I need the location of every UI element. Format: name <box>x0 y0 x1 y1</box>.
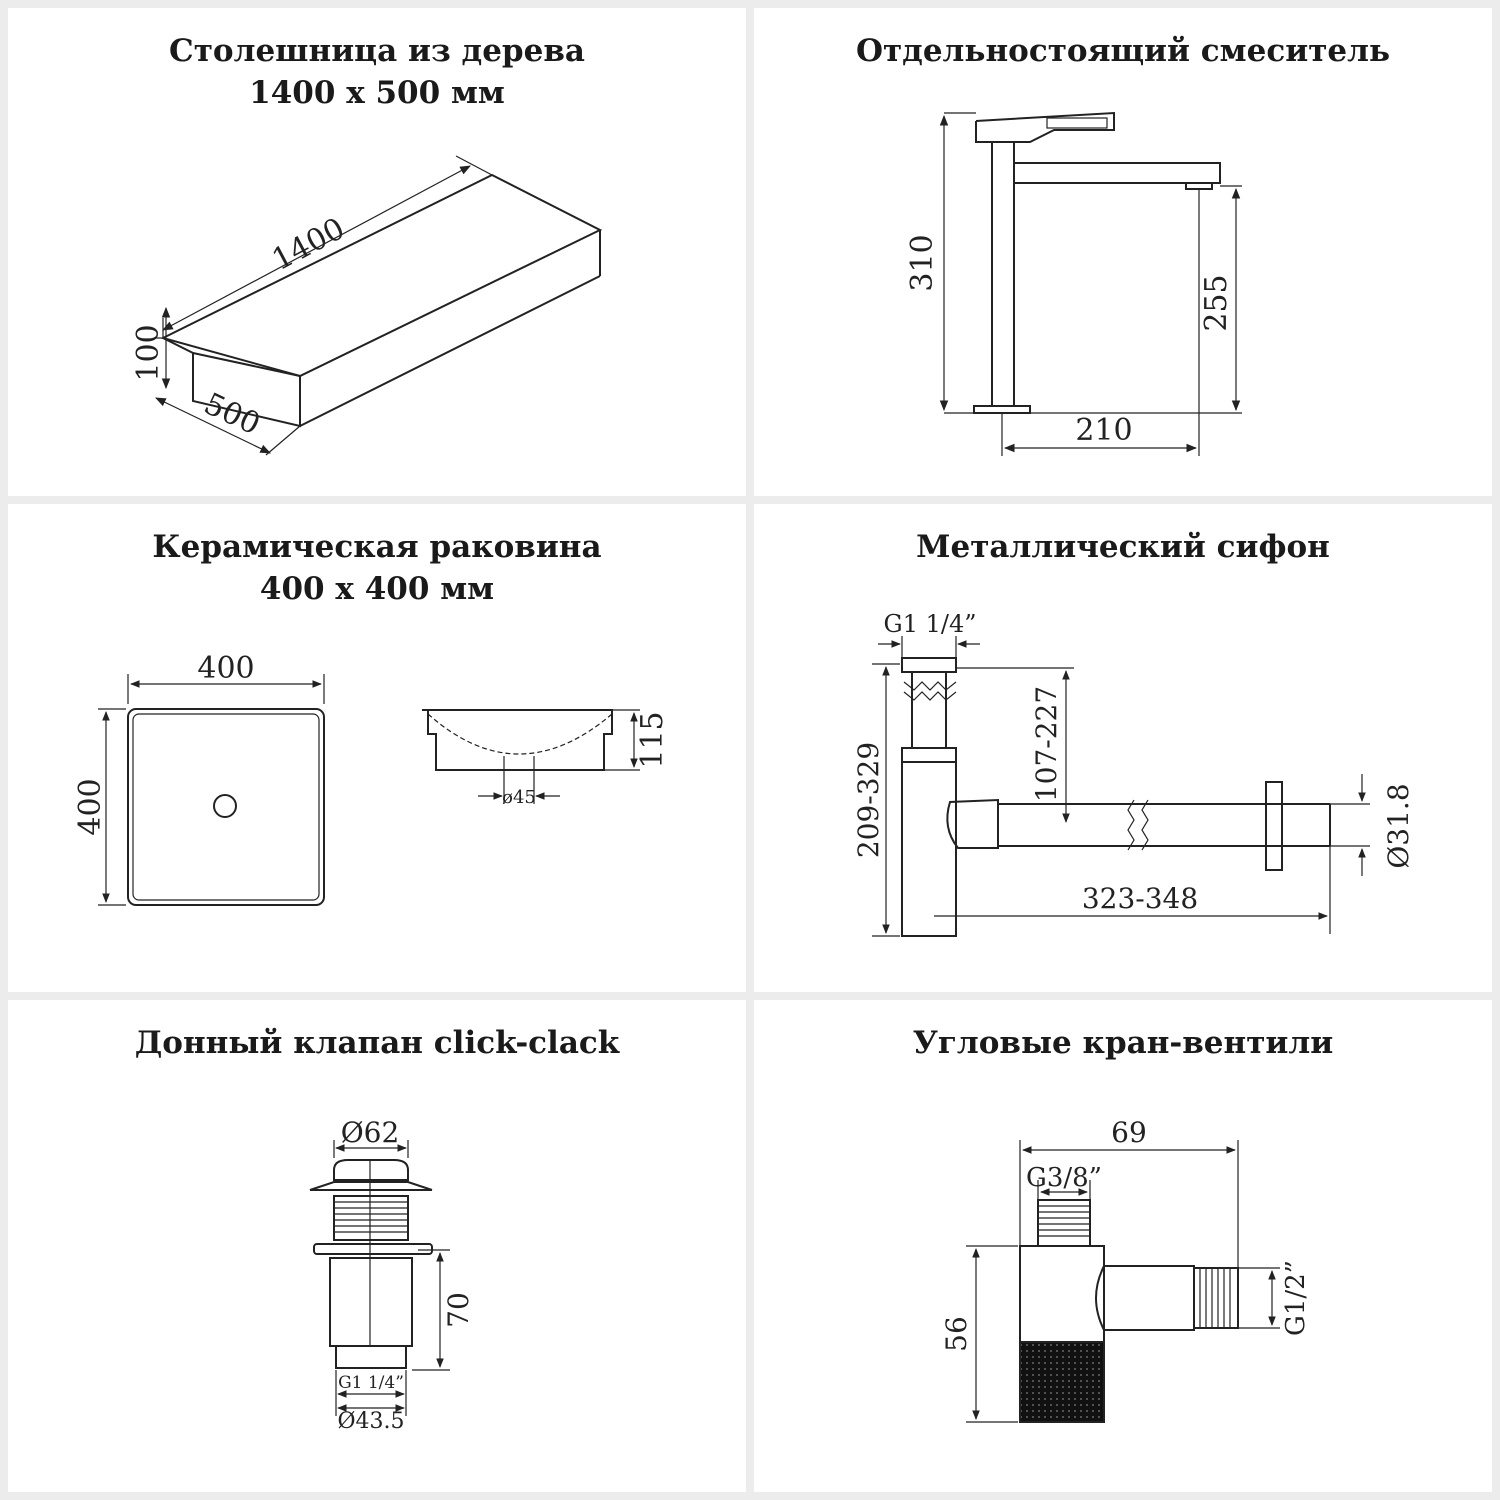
faucet-title: Отдельностоящий смеситель <box>754 30 1492 72</box>
valve-height-label: 70 <box>442 1292 475 1328</box>
angle-valve-outlet-label: G1/2” <box>1281 1260 1311 1336</box>
siphon-thread-label: G1 1/4” <box>884 610 977 638</box>
angle-valve-height-dim: 56 <box>940 1245 1018 1423</box>
countertop-drawing: 1400 100 500 <box>131 155 603 456</box>
angle-valve-length-label: 69 <box>1111 1116 1147 1149</box>
countertop-length-dim: 1400 <box>162 155 493 338</box>
valve-drawing: Ø62 70 G1 1/4” Ø43.5 <box>309 1116 475 1434</box>
sink-panel: Керамическая раковина 400 х 400 мм 400 <box>8 504 746 992</box>
valve-bottom-diameter-label: Ø43.5 <box>337 1409 404 1434</box>
valve-title: Донный клапан click-clack <box>8 1022 746 1064</box>
faucet-panel: Отдельностоящий смеситель <box>754 8 1492 496</box>
angle-valve-height-label: 56 <box>940 1316 973 1352</box>
faucet-reach-label: 210 <box>1075 413 1132 448</box>
siphon-range1-dim: 107-227 <box>956 667 1074 823</box>
countertop-title: Столешница из дерева 1400 х 500 мм <box>8 30 746 114</box>
siphon-range2-dim: 209-329 <box>852 663 900 937</box>
sink-depth-dim: 400 <box>73 708 126 906</box>
siphon-title: Металлический сифон <box>754 526 1492 568</box>
siphon-diameter-dim: Ø31.8 <box>1330 774 1415 876</box>
countertop-height-label: 100 <box>131 324 166 381</box>
sink-height-label: 115 <box>635 711 670 768</box>
siphon-range1-label: 107-227 <box>1030 686 1063 802</box>
countertop-height-dim: 100 <box>131 306 171 390</box>
valve-body <box>309 1159 433 1369</box>
siphon-drawing: G1 1/4” 107-227 209-329 323-348 <box>852 610 1415 937</box>
angle-valve-inlet-label: G3/8” <box>1026 1163 1102 1193</box>
valve-top-diameter-dim: Ø62 <box>333 1116 409 1158</box>
countertop-length-label: 1400 <box>267 211 351 278</box>
angle-valve-length-dim: 69 <box>1019 1116 1239 1268</box>
valve-height-dim: 70 <box>412 1249 475 1371</box>
angle-valve-inlet-dim: G3/8” <box>1026 1163 1102 1200</box>
sink-height-dim: 115 <box>604 709 670 771</box>
siphon-diameter-label: Ø31.8 <box>1382 783 1415 868</box>
countertop-title-line1: Столешница из дерева <box>169 33 585 69</box>
faucet-body <box>973 111 1221 414</box>
valve-thread-label: G1 1/4” <box>338 1373 404 1393</box>
faucet-title-text: Отдельностоящий смеситель <box>855 33 1391 69</box>
countertop-depth-label: 500 <box>199 386 266 442</box>
faucet-spout-height-label: 255 <box>1199 274 1234 331</box>
faucet-drawing: 310 255 210 <box>905 111 1242 456</box>
siphon-length-label: 323-348 <box>1082 882 1198 915</box>
sink-drain-label: ø45 <box>502 787 536 808</box>
sink-width-label: 400 <box>197 651 254 686</box>
siphon-panel: Металлический сифон <box>754 504 1492 992</box>
sink-width-dim: 400 <box>127 651 325 704</box>
siphon-body <box>901 657 1331 937</box>
countertop-title-line2: 1400 х 500 мм <box>249 75 505 111</box>
sink-top-view <box>127 708 325 906</box>
angle-valve-panel: Угловые кран-вентили <box>754 1000 1492 1492</box>
faucet-reach-dim: 210 <box>1001 189 1200 456</box>
faucet-spout-height-dim: 255 <box>1030 185 1242 414</box>
angle-valve-title-text: Угловые кран-вентили <box>912 1025 1334 1061</box>
countertop-panel: Столешница из дерева 1400 х 500 мм <box>8 8 746 496</box>
sink-title-line2: 400 х 400 мм <box>259 571 495 607</box>
valve-top-diameter-label: Ø62 <box>341 1116 400 1149</box>
valve-thread-dim: G1 1/4” Ø43.5 <box>335 1370 407 1434</box>
angle-valve-title: Угловые кран-вентили <box>754 1022 1492 1064</box>
siphon-thread-dim: G1 1/4” <box>878 610 980 658</box>
valve-title-text: Донный клапан click-clack <box>134 1025 620 1061</box>
valve-panel: Донный клапан click-clack <box>8 1000 746 1492</box>
siphon-range2-label: 209-329 <box>852 742 885 858</box>
sink-title: Керамическая раковина 400 х 400 мм <box>8 526 746 610</box>
faucet-height-dim: 310 <box>905 112 976 414</box>
siphon-title-text: Металлический сифон <box>916 529 1330 565</box>
sink-drawing: 400 400 115 <box>73 651 670 906</box>
siphon-length-dim: 323-348 <box>934 846 1331 934</box>
sink-depth-label: 400 <box>73 778 108 835</box>
sink-side-view <box>422 709 613 771</box>
sink-drain-dim: ø45 <box>478 770 560 808</box>
faucet-height-label: 310 <box>905 234 940 291</box>
angle-valve-outlet-dim: G1/2” <box>1238 1260 1311 1336</box>
angle-valve-drawing: 69 G3/8” 56 G1/2” <box>940 1116 1311 1423</box>
sink-title-line1: Керамическая раковина <box>152 529 602 565</box>
angle-valve-body <box>1019 1199 1239 1423</box>
